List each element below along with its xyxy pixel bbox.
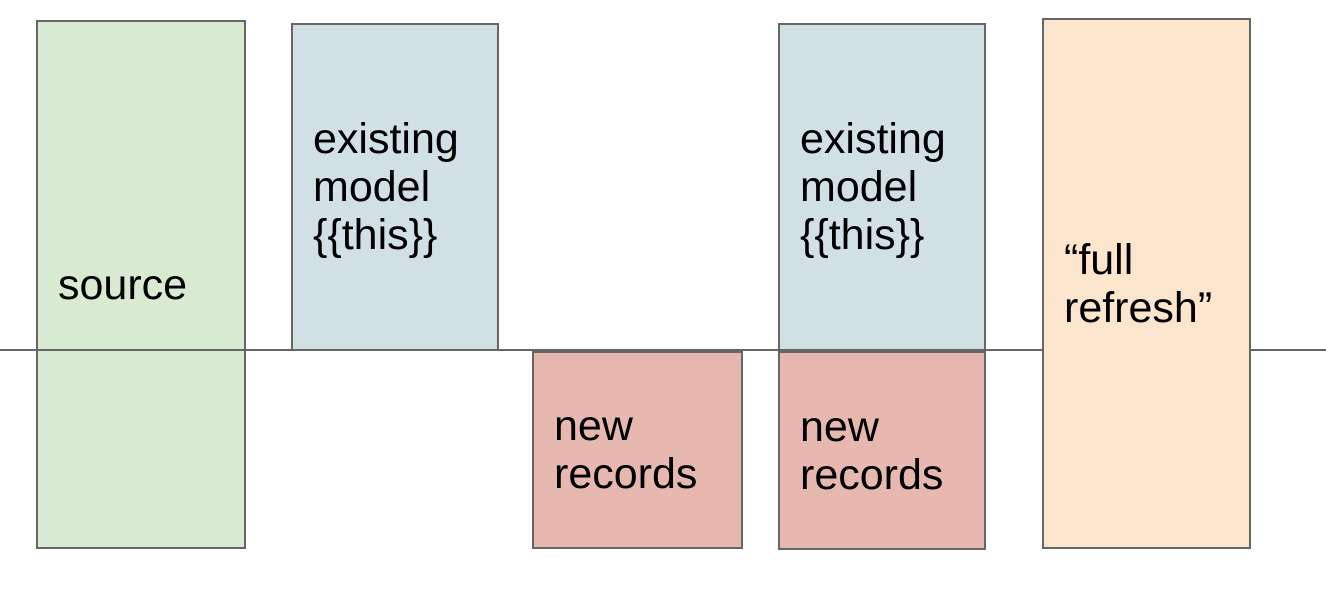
timeline-line [0, 349, 1326, 351]
existing-model-box-2: existing model {{this}} [778, 23, 986, 351]
new-records-box-1-label: new records [554, 402, 698, 498]
existing-model-box-1-label: existing model {{this}} [313, 115, 459, 259]
full-refresh-box: “full refresh” [1042, 18, 1251, 549]
new-records-box-2-label: new records [800, 402, 944, 499]
source-box: source [36, 20, 246, 549]
existing-model-box-1: existing model {{this}} [291, 23, 499, 351]
new-records-box-1: new records [532, 351, 743, 549]
full-refresh-box-label: “full refresh” [1064, 235, 1213, 332]
existing-model-box-2-label: existing model {{this}} [800, 115, 946, 259]
source-box-label: source [58, 260, 188, 309]
new-records-box-2: new records [778, 351, 986, 550]
